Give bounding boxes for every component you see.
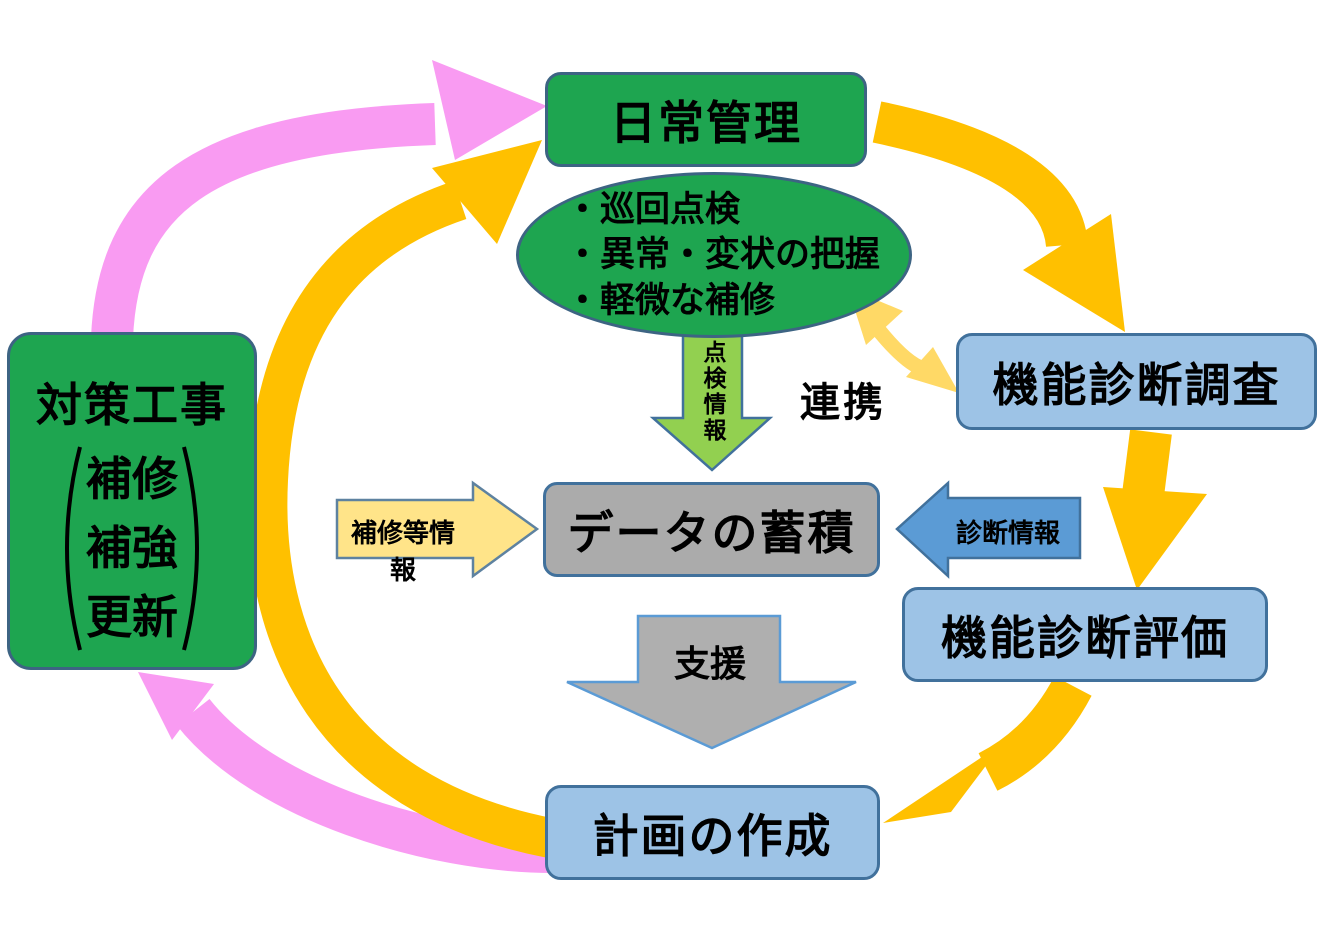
repair-info-arrow bbox=[335, 480, 540, 579]
repair-info-label: 補修等情報 bbox=[350, 518, 455, 585]
daily-management-box: 日常管理 bbox=[545, 72, 867, 167]
right-paren-icon bbox=[182, 446, 199, 651]
pink-cycle-arc-plan-to-countermeasure bbox=[176, 698, 554, 873]
support-label: 支援 bbox=[673, 643, 746, 684]
orange-arrow-survey-to-evaluation bbox=[1122, 429, 1172, 498]
diagnosis-info-label: 診断情報 bbox=[955, 518, 1060, 548]
data-accumulation-label: データの蓄積 bbox=[567, 506, 856, 559]
pink-arrowhead-to-daily-icon bbox=[432, 60, 547, 160]
cooperation-arrowhead-down-icon bbox=[906, 347, 959, 393]
cooperation-double-arrow bbox=[871, 323, 927, 377]
orange-arrowhead-to-daily-icon bbox=[432, 140, 542, 244]
countermeasure-item-reinforce: 補強 bbox=[86, 522, 178, 574]
inspection-info-arrow bbox=[649, 328, 774, 472]
pink-cycle-arc-countermeasure-to-daily bbox=[91, 103, 436, 340]
orange-cycle-arc-daily-to-survey bbox=[872, 101, 1088, 248]
ellipse-line-2: ・異常・変状の把握 bbox=[565, 235, 881, 275]
function-diagnosis-evaluation-box: 機能診断評価 bbox=[902, 587, 1268, 682]
countermeasure-item-renew: 更新 bbox=[86, 591, 178, 643]
diagnosis-info-arrow bbox=[895, 480, 1082, 579]
plan-creation-box: 計画の作成 bbox=[545, 785, 880, 880]
plan-creation-label: 計画の作成 bbox=[592, 809, 833, 862]
cooperation-label: 連携 bbox=[800, 381, 886, 425]
orange-cycle-arc-plan-to-daily bbox=[247, 181, 554, 858]
countermeasure-work-title: 対策工事 bbox=[36, 379, 228, 431]
inspection-ellipse: ・巡回点検 ・異常・変状の把握 ・軽微な補修 bbox=[516, 172, 912, 338]
support-arrow bbox=[566, 614, 857, 750]
orange-arrowhead-to-plan-icon bbox=[883, 743, 1003, 823]
countermeasure-work-box: 対策工事 補修 補強 更新 bbox=[7, 332, 257, 670]
ellipse-line-1: ・巡回点検 bbox=[565, 189, 741, 229]
orange-arrowhead-to-evaluation-icon bbox=[1103, 487, 1207, 590]
left-paren-icon bbox=[65, 446, 82, 651]
pink-arrowhead-to-countermeasure-icon bbox=[138, 672, 214, 740]
ellipse-line-3: ・軽微な補修 bbox=[565, 280, 776, 320]
inspection-info-label: 点検情報 bbox=[700, 340, 726, 444]
countermeasure-item-repair: 補修 bbox=[86, 453, 178, 505]
function-diagnosis-survey-label: 機能診断調査 bbox=[992, 358, 1281, 411]
data-accumulation-box: データの蓄積 bbox=[543, 482, 880, 577]
function-diagnosis-survey-box: 機能診断調査 bbox=[956, 333, 1317, 430]
orange-cycle-arc-evaluation-to-plan bbox=[978, 675, 1092, 791]
daily-management-label: 日常管理 bbox=[610, 96, 802, 149]
function-diagnosis-evaluation-label: 機能診断評価 bbox=[941, 611, 1229, 664]
orange-arrowhead-to-survey-icon bbox=[1023, 214, 1125, 332]
